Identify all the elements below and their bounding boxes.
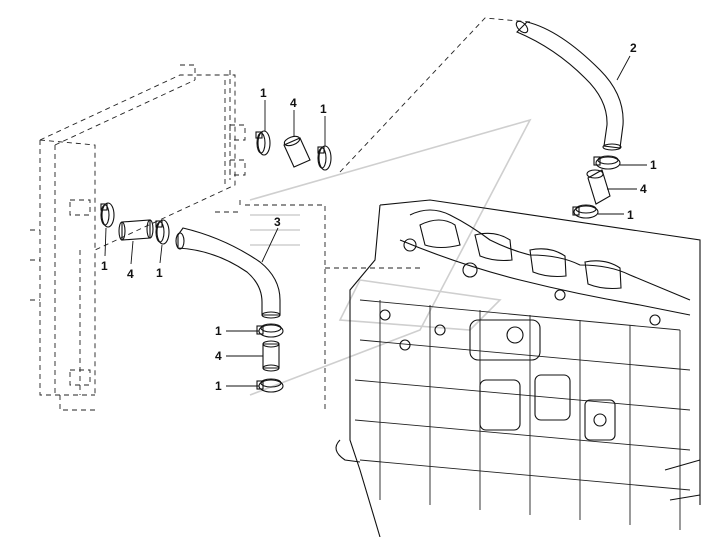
hose-coupling-lower (262, 340, 280, 372)
engine-block (335, 199, 701, 537)
hose-clamp-left-1 (100, 202, 115, 228)
hose-coupling-left (118, 219, 154, 241)
hose-clamp-upper-top (593, 155, 621, 170)
callout-clamp-top-right: 1 (320, 102, 327, 116)
hose-clamp-top-right (317, 145, 332, 171)
callout-labels: 1 4 1 2 1 4 1 3 1 4 1 1 4 1 (101, 41, 657, 393)
radiator (30, 64, 246, 411)
hose-clamp-lower-top (256, 323, 284, 338)
callout-clamp-lower-top: 1 (215, 324, 222, 338)
callout-clamp-upper-top: 1 (650, 158, 657, 172)
callout-coupling-top: 4 (290, 96, 297, 110)
callout-coupling-left: 4 (127, 267, 134, 281)
callout-clamp-left-2: 1 (156, 266, 163, 280)
hose-clamp-top-left (255, 130, 271, 156)
callout-coupling-upper: 4 (640, 182, 647, 196)
callout-upper-hose: 2 (630, 41, 637, 55)
callout-clamp-left-1: 1 (101, 259, 108, 273)
hose-coupling-upper (586, 169, 611, 205)
lower-radiator-hose (175, 227, 281, 319)
callout-lower-hose: 3 (274, 215, 281, 229)
hose-clamp-upper-bottom (572, 204, 599, 219)
callout-coupling-lower: 4 (215, 349, 222, 363)
callout-clamp-lower-bottom: 1 (215, 379, 222, 393)
callout-clamp-upper-bottom: 1 (627, 208, 634, 222)
watermark-logo (249, 118, 532, 396)
upper-radiator-hose (515, 20, 624, 151)
callout-leader-lines (104, 55, 647, 387)
callout-clamp-top-left: 1 (260, 86, 267, 100)
hose-coupling-top (283, 135, 311, 168)
hose-clamp-left-2 (155, 219, 170, 245)
